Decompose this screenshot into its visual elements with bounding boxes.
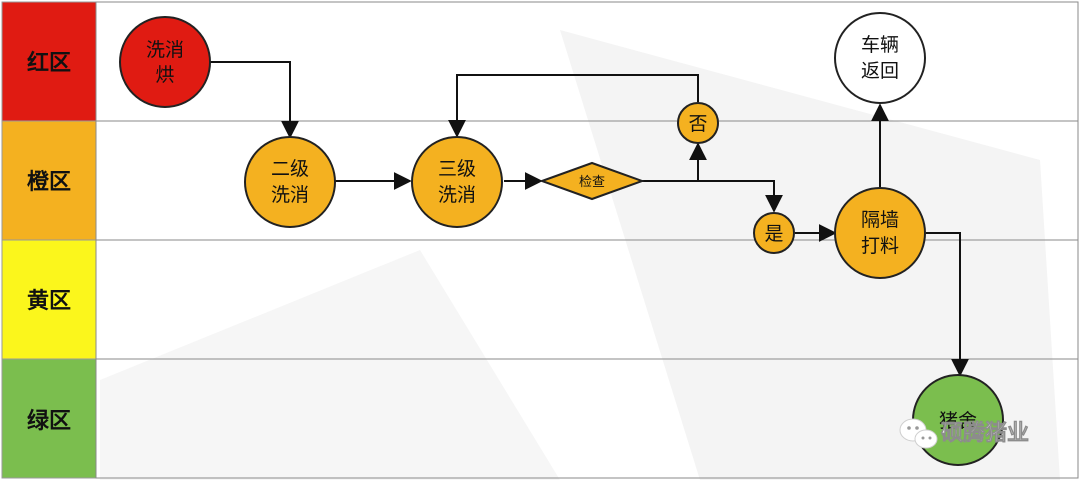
node-label-line1: 车辆 bbox=[861, 34, 899, 56]
node-circle bbox=[677, 102, 719, 144]
zone-red: 红区 bbox=[1, 1, 97, 122]
node-label: 检查 bbox=[579, 175, 605, 190]
watermark-text: 硕腾猪业 bbox=[941, 420, 1029, 446]
node-disinfect-bake: 洗消 烘 bbox=[119, 16, 211, 108]
node-circle bbox=[834, 187, 926, 279]
wechat-icon bbox=[899, 418, 938, 449]
node-check: 检查 bbox=[539, 161, 645, 201]
node-label-line2: 洗消 bbox=[438, 184, 476, 206]
node-label: 是 bbox=[764, 223, 783, 245]
node-third-wash: 三级 洗消 bbox=[411, 136, 503, 228]
node-wall-feeding: 隔墙 打料 bbox=[834, 187, 926, 279]
zone-yellow: 黄区 bbox=[1, 239, 97, 360]
node-circle bbox=[244, 136, 336, 228]
decision-diamond bbox=[539, 161, 645, 201]
node-label-line1: 二级 bbox=[271, 158, 309, 180]
node-circle bbox=[119, 16, 211, 108]
node-label-line2: 洗消 bbox=[271, 184, 309, 206]
node-label-line2: 打料 bbox=[861, 235, 899, 257]
node-label-line1: 隔墙 bbox=[861, 209, 899, 231]
arrow-feeding-to-pighouse bbox=[926, 232, 969, 377]
watermark: 硕腾猪业 bbox=[899, 418, 1029, 449]
zone-yellow-label: 黄区 bbox=[27, 289, 71, 314]
connectors bbox=[210, 61, 969, 377]
arrow-bake-to-second bbox=[210, 61, 299, 139]
node-pig-house: 猪舍 bbox=[912, 374, 1004, 466]
arrow-no-to-third bbox=[448, 74, 699, 138]
lane-grid bbox=[95, 1, 1079, 479]
node-label-line1: 三级 bbox=[438, 158, 476, 180]
node-yes: 是 bbox=[753, 212, 795, 254]
background-shade-2 bbox=[100, 250, 560, 480]
node-second-wash: 二级 洗消 bbox=[244, 136, 336, 228]
node-label: 猪舍 bbox=[939, 410, 977, 432]
node-circle bbox=[411, 136, 503, 228]
arrow-check-to-yes bbox=[698, 180, 783, 213]
zone-orange: 橙区 bbox=[1, 120, 97, 241]
zone-red-label: 红区 bbox=[27, 50, 71, 76]
zone-green-box bbox=[1, 358, 97, 479]
zone-green: 绿区 bbox=[1, 358, 97, 479]
node-circle bbox=[753, 212, 795, 254]
node-label-line1: 洗消 bbox=[146, 39, 184, 61]
node-label-line2: 烘 bbox=[155, 64, 174, 86]
node-label: 否 bbox=[688, 113, 707, 135]
node-vehicle-return: 车辆 返回 bbox=[834, 12, 926, 104]
node-circle bbox=[834, 12, 926, 104]
node-no: 否 bbox=[677, 102, 719, 144]
zone-orange-label: 橙区 bbox=[27, 170, 71, 195]
node-label-line2: 返回 bbox=[861, 60, 899, 82]
zone-green-label: 绿区 bbox=[27, 408, 71, 434]
background-shade bbox=[560, 30, 1060, 480]
